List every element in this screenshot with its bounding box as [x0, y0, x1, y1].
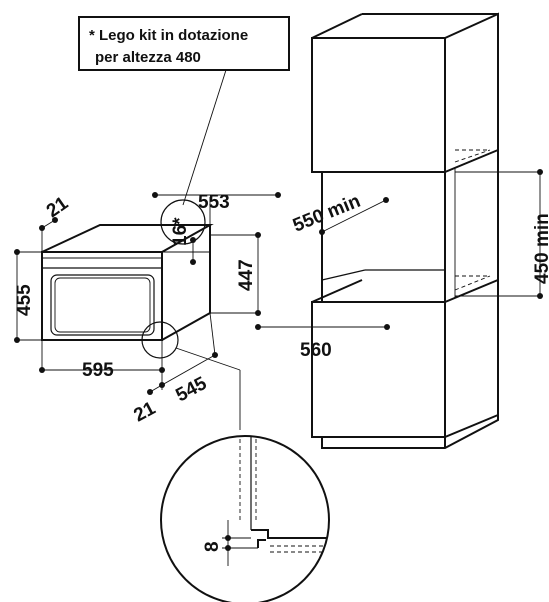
oven-top-face: [41, 224, 214, 253]
detail-callout-circle: [141, 321, 179, 359]
dim-niche-height: 450 min: [532, 213, 549, 284]
dim-side-offset-bottom: 21: [130, 398, 159, 427]
note-box: [78, 16, 290, 71]
note-callout: * Lego kit in dotazione per altezza 480: [78, 16, 290, 206]
oven-front: [41, 251, 163, 341]
note-line-2: per altezza 480: [95, 49, 201, 66]
dim-niche-width: 560: [300, 340, 332, 361]
cabinet-dimension-labels: 550 min 560 450 min: [290, 191, 549, 361]
dim-depth-top: 553: [198, 192, 230, 213]
dim-gap: 8: [202, 541, 223, 552]
detail-view: 8: [160, 435, 330, 602]
cabinet-plinth: [321, 415, 499, 449]
cabinet-lower-unit: [311, 278, 499, 438]
dim-side-offset-top: 21: [43, 193, 73, 223]
note-leader-line: [182, 69, 227, 206]
oven-door-window: [50, 274, 155, 336]
note-line-1: * Lego kit in dotazione: [89, 27, 248, 44]
dim-width: 595: [82, 360, 114, 381]
kit-callout-circle: [160, 199, 206, 245]
cabinet-drawing: [311, 12, 499, 449]
dim-inner-height: 447: [236, 259, 257, 291]
dim-depth: 545: [172, 373, 210, 407]
dim-kit-height: 16*: [170, 217, 191, 246]
detail-circle: [160, 435, 330, 602]
dim-height: 455: [14, 284, 35, 316]
oven-dimension-labels: 553 21 16* 447 455 595 545 21: [14, 192, 257, 426]
cabinet-upper-unit: [311, 12, 499, 173]
oven-dimension-lines: [14, 192, 281, 430]
cabinet-dimension-lines: [255, 169, 543, 330]
